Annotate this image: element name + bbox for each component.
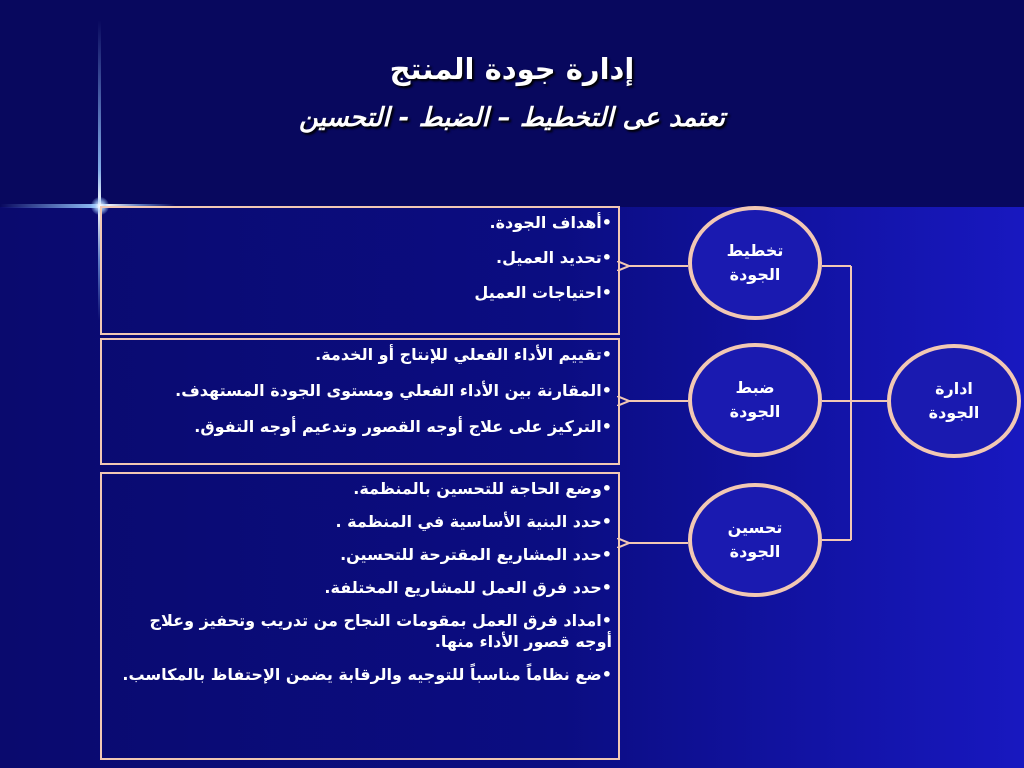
control-item: تقييم الأداء الفعلي للإنتاج أو الخدمة.	[112, 344, 612, 365]
quality-management-node: ادارة الجودة	[887, 344, 1021, 458]
quality-improvement-node: تحسين الجودة	[688, 483, 822, 597]
improvement-item: ضع نظاماً مناسباً للتوجيه والرقابة يضمن …	[112, 664, 612, 685]
decorative-glow-line-horizontal	[0, 204, 175, 208]
improvement-item: وضع الحاجة للتحسين بالمنظمة.	[112, 478, 612, 499]
quality-planning-node: تخطيط الجودة	[688, 206, 822, 320]
improvement-details-box: وضع الحاجة للتحسين بالمنظمة. حدد البنية …	[100, 472, 620, 760]
improvement-item: امداد فرق العمل بمقومات النجاح من تدريب …	[112, 610, 612, 652]
improvement-item: حدد المشاريع المقترحة للتحسين.	[112, 544, 612, 565]
improvement-item: حدد البنية الأساسية في المنظمة .	[112, 511, 612, 532]
control-item: التركيز على علاج أوجه القصور وتدعيم أوجه…	[112, 416, 612, 437]
planning-details-box: أهداف الجودة. تحديد العميل. احتياجات الع…	[100, 206, 620, 335]
decorative-glow-line-vertical	[98, 20, 101, 320]
quality-control-label: ضبط الجودة	[729, 378, 781, 421]
planning-item: أهداف الجودة.	[112, 212, 612, 233]
improvement-item: حدد فرق العمل للمشاريع المختلفة.	[112, 577, 612, 598]
slide-title: إدارة جودة المنتج	[389, 52, 635, 86]
control-item: المقارنة بين الأداء الفعلي ومستوى الجودة…	[112, 380, 612, 401]
planning-item: احتياجات العميل	[112, 282, 612, 303]
title-band	[0, 0, 1024, 207]
control-details-box: تقييم الأداء الفعلي للإنتاج أو الخدمة. ا…	[100, 338, 620, 465]
planning-item: تحديد العميل.	[112, 247, 612, 268]
quality-management-label: ادارة الجودة	[928, 379, 980, 422]
quality-improvement-label: تحسين الجودة	[727, 518, 783, 561]
quality-planning-label: تخطيط الجودة	[726, 241, 784, 284]
slide-subtitle: تعتمد عى التخطيط – الضبط - التحسين	[298, 103, 726, 133]
quality-control-node: ضبط الجودة	[688, 343, 822, 457]
